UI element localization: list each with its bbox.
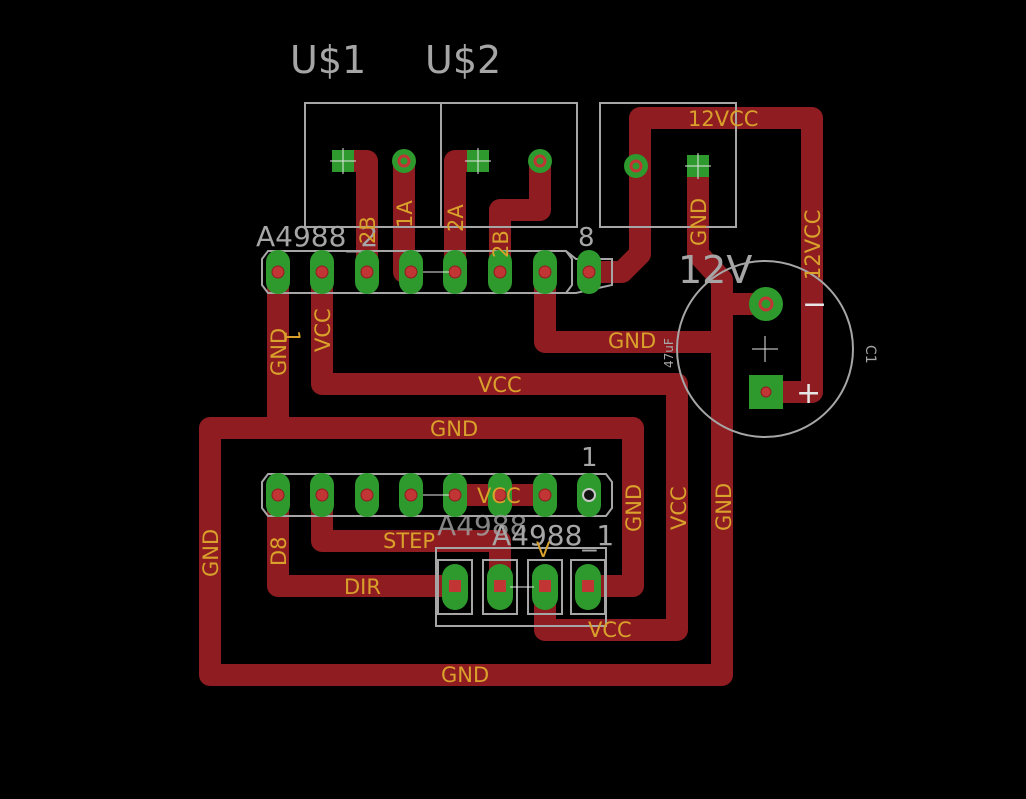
cap-pad-minus: [749, 287, 783, 321]
header-a4988-2: [261, 250, 613, 294]
net-motor-2b-b: 2B: [489, 230, 513, 258]
a4988-1-label: A4988_1: [492, 519, 614, 552]
u1-pad-2: [392, 149, 416, 173]
top-pin8-label: 8: [578, 223, 595, 253]
a4988-1-ghost-label: A4988: [437, 509, 527, 542]
capacitor-outline: [676, 260, 854, 438]
component-labels: U$1 U$2 A4988_2 8 1 A4988_1 A4988 12V C1…: [256, 38, 878, 552]
trace-motor-2b-b: [489, 150, 551, 283]
net-gnd-left-vertical: GND: [199, 529, 223, 577]
power-pad-1: [624, 154, 648, 178]
connector-pads: [330, 148, 783, 409]
a4988-2-label: A4988_2: [256, 220, 378, 253]
u2-outline: [440, 102, 578, 228]
top-pin1-label: 1: [280, 330, 304, 343]
polarity-marks: − +: [796, 287, 827, 411]
power-connector-outline: [599, 102, 737, 228]
bot-pin1-label: 1: [581, 443, 598, 473]
net-vcc-mid-vertical: VCC: [667, 486, 691, 530]
net-gnd-horizontal: GND: [430, 417, 478, 441]
net-labels: 12VCC 12VCC GND GND GND 1 VCC VCC GND GN…: [199, 107, 825, 687]
header-a4988-1: [261, 473, 613, 517]
cap-plus-mark: +: [796, 376, 821, 411]
net-gnd-left-pin: GND: [267, 328, 291, 376]
cap-minus-mark: −: [802, 287, 827, 322]
net-v-small: V: [536, 538, 551, 562]
u1-label: U$1: [290, 38, 366, 82]
net-gnd-mid-vertical: GND: [622, 484, 646, 532]
cap-value-label: 47uF: [662, 338, 676, 368]
net-vcc-overlay: VCC: [477, 484, 521, 508]
cap-12v-label: 12V: [678, 248, 752, 292]
net-12vcc: 12VCC: [688, 107, 758, 131]
trace-gnd-horiz: [267, 417, 644, 597]
net-motor-1a: 1A: [393, 200, 417, 228]
net-step: STEP: [383, 529, 435, 553]
net-vcc-bottom: VCC: [588, 618, 632, 642]
net-gnd-right-vertical: GND: [712, 483, 736, 531]
net-dir: DIR: [344, 575, 381, 599]
net-gnd-bottom: GND: [441, 663, 489, 687]
net-12vcc-vertical: 12VCC: [801, 210, 825, 280]
trace-12vcc: [581, 107, 823, 403]
trace-dir: [267, 484, 466, 597]
trace-gnd-cap-top: [199, 155, 733, 686]
cap-ref-label: C1: [862, 345, 878, 364]
net-gnd-cap: GND: [608, 329, 656, 353]
small-header: [437, 559, 606, 615]
silkscreen-outlines: [304, 102, 854, 627]
net-d8: D8: [267, 536, 291, 566]
net-gnd-vertical-top: GND: [687, 198, 711, 246]
net-vcc-left-pin: VCC: [311, 308, 335, 352]
trace-step: [311, 484, 511, 597]
u2-pad-2: [528, 149, 552, 173]
u2-label: U$2: [425, 38, 501, 82]
net-motor-2a: 2A: [444, 204, 468, 232]
net-motor-2b: 2B: [356, 216, 380, 244]
net-vcc-horizontal: VCC: [478, 373, 522, 397]
trace-gnd-pin7: [534, 261, 731, 353]
trace-vcc: [311, 261, 688, 641]
